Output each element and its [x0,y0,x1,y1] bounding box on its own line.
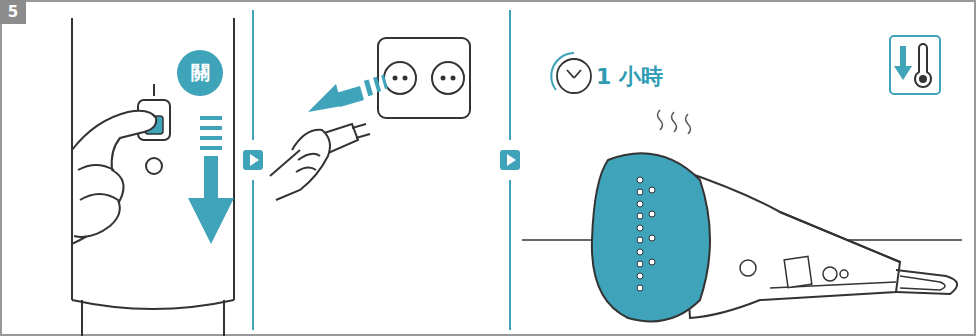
heat-waves [658,110,691,134]
cool-down-icon [890,36,940,94]
pull-arrow [308,75,388,112]
wall-socket [378,38,470,118]
off-badge: 關 [177,50,223,96]
plug-in-hand [270,124,370,200]
duration-text: 1 小時 [596,62,663,92]
node-text: 關 [191,60,210,86]
device-body [72,18,234,336]
clock-icon [551,53,591,93]
node-text: 5 [8,3,18,21]
down-arrow [188,116,234,244]
step-number: 5 [0,0,26,24]
panel-separator [253,10,510,330]
hand [72,111,156,244]
next-step-icon [243,150,520,170]
steamer [592,153,957,321]
